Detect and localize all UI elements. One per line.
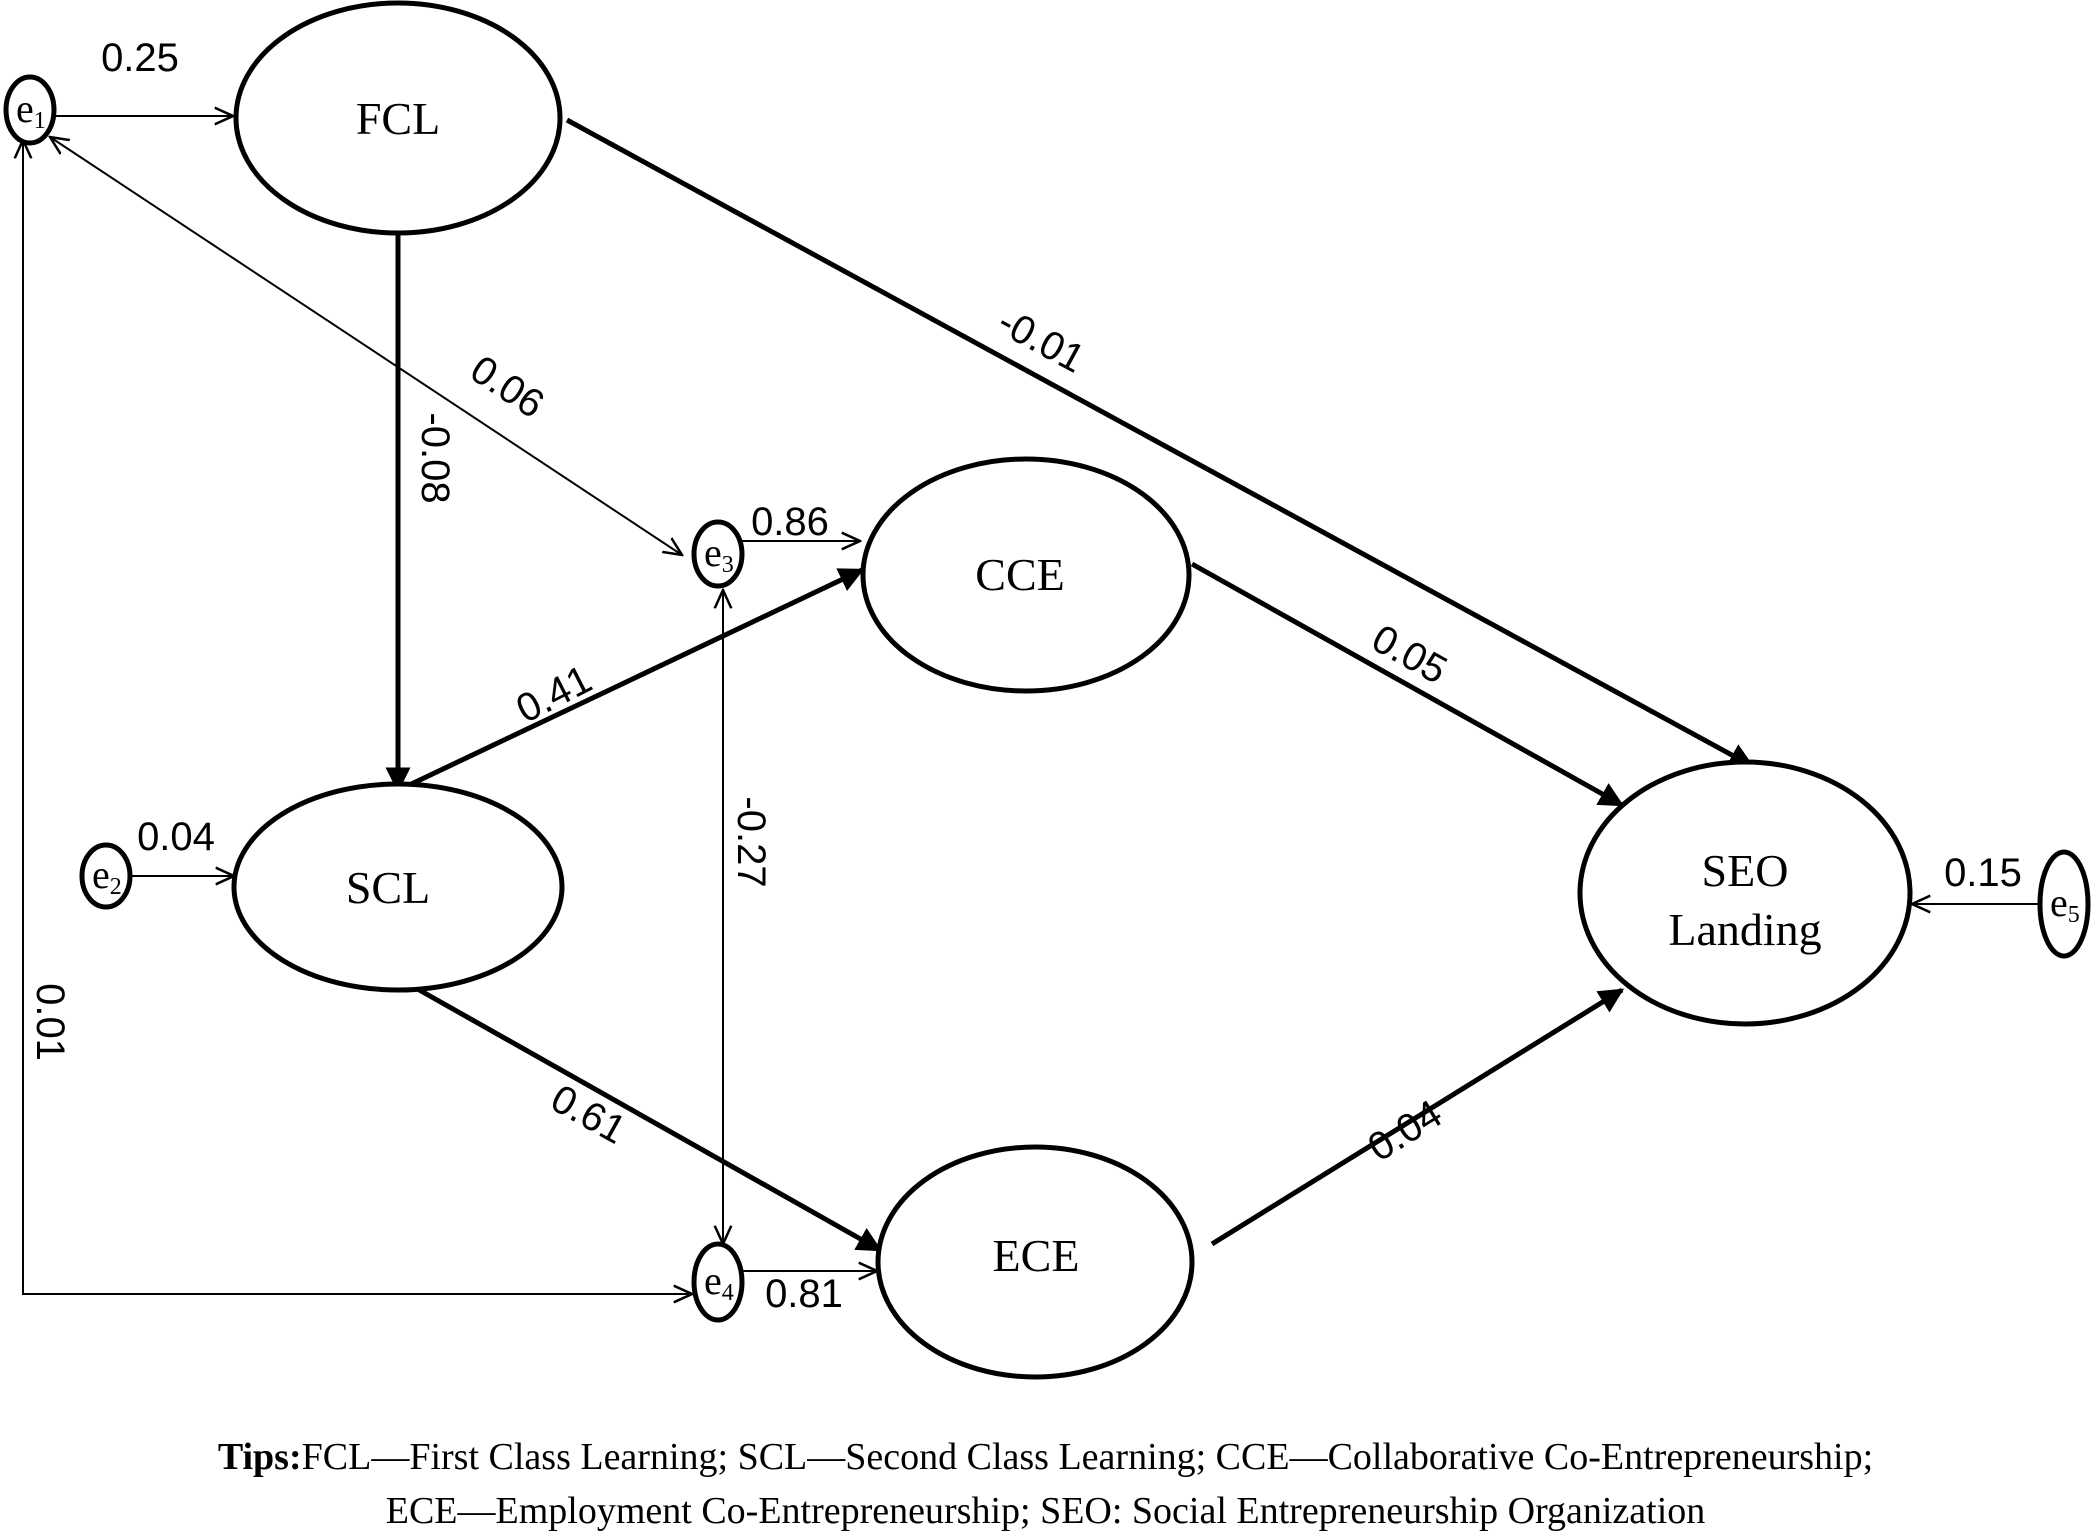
edge-e1-e4 [23, 140, 692, 1294]
error-e2: e2 [79, 842, 133, 910]
edge-fcl-seo [565, 117, 1755, 769]
node-ece-label: ECE [993, 1230, 1080, 1281]
node-scl: SCL [231, 781, 565, 993]
node-seo-label-line1: SEO [1702, 845, 1789, 896]
coef-e1-e4: 0.01 [28, 983, 72, 1061]
coef-e2-scl: 0.04 [137, 815, 215, 859]
coef-e1-e3: 0.06 [463, 347, 552, 427]
node-seo-landing: SEO Landing [1577, 759, 1913, 1027]
svg-text:e2: e2 [92, 852, 122, 900]
tips-text-2: ECE—Employment Co-Entrepreneurship; SEO:… [385, 1490, 1706, 1532]
error-e4: e4 [691, 1241, 745, 1323]
coef-fcl-scl: -0.08 [413, 412, 457, 503]
node-ece: ECE [875, 1144, 1195, 1380]
error-e1: e1 [3, 74, 57, 146]
svg-text:e5: e5 [2050, 880, 2080, 928]
edge-ece-seo [1210, 987, 1625, 1247]
svg-text:e1: e1 [16, 86, 46, 134]
svg-text:e4: e4 [704, 1258, 734, 1306]
node-seo-label-line2: Landing [1668, 904, 1821, 955]
edge-scl-cce [401, 567, 865, 791]
node-fcl: FCL [233, 0, 563, 236]
coef-e5-seo: 0.15 [1944, 851, 2022, 895]
node-scl-label: SCL [346, 862, 430, 913]
coef-fcl-seo: -0.01 [991, 299, 1092, 381]
coef-cce-seo: 0.05 [1365, 617, 1454, 693]
node-fcl-label: FCL [356, 93, 440, 144]
tips-text-1: FCL—First Class Learning; SCL—Second Cla… [301, 1436, 1874, 1478]
svg-text:e3: e3 [704, 530, 734, 578]
tips-line-2: ECE—Employment Co-Entrepreneurship; SEO:… [0, 1484, 2091, 1538]
edge-cce-seo [1190, 561, 1625, 808]
error-e5: e5 [2037, 849, 2091, 959]
coef-e4-ece: 0.81 [765, 1272, 843, 1316]
coef-e1-fcl: 0.25 [101, 36, 179, 80]
coef-e3-cce: 0.86 [751, 500, 829, 544]
edge-scl-ece [412, 984, 883, 1253]
coef-e3-e4: -0.27 [729, 796, 773, 887]
tips-label: Tips: [217, 1436, 302, 1478]
tips-line-1: Tips:FCL—First Class Learning; SCL—Secon… [0, 1430, 2091, 1484]
node-cce: CCE [860, 456, 1192, 694]
node-cce-label: CCE [975, 549, 1064, 600]
error-e3: e3 [691, 519, 745, 589]
coef-scl-cce: 0.41 [509, 657, 598, 732]
